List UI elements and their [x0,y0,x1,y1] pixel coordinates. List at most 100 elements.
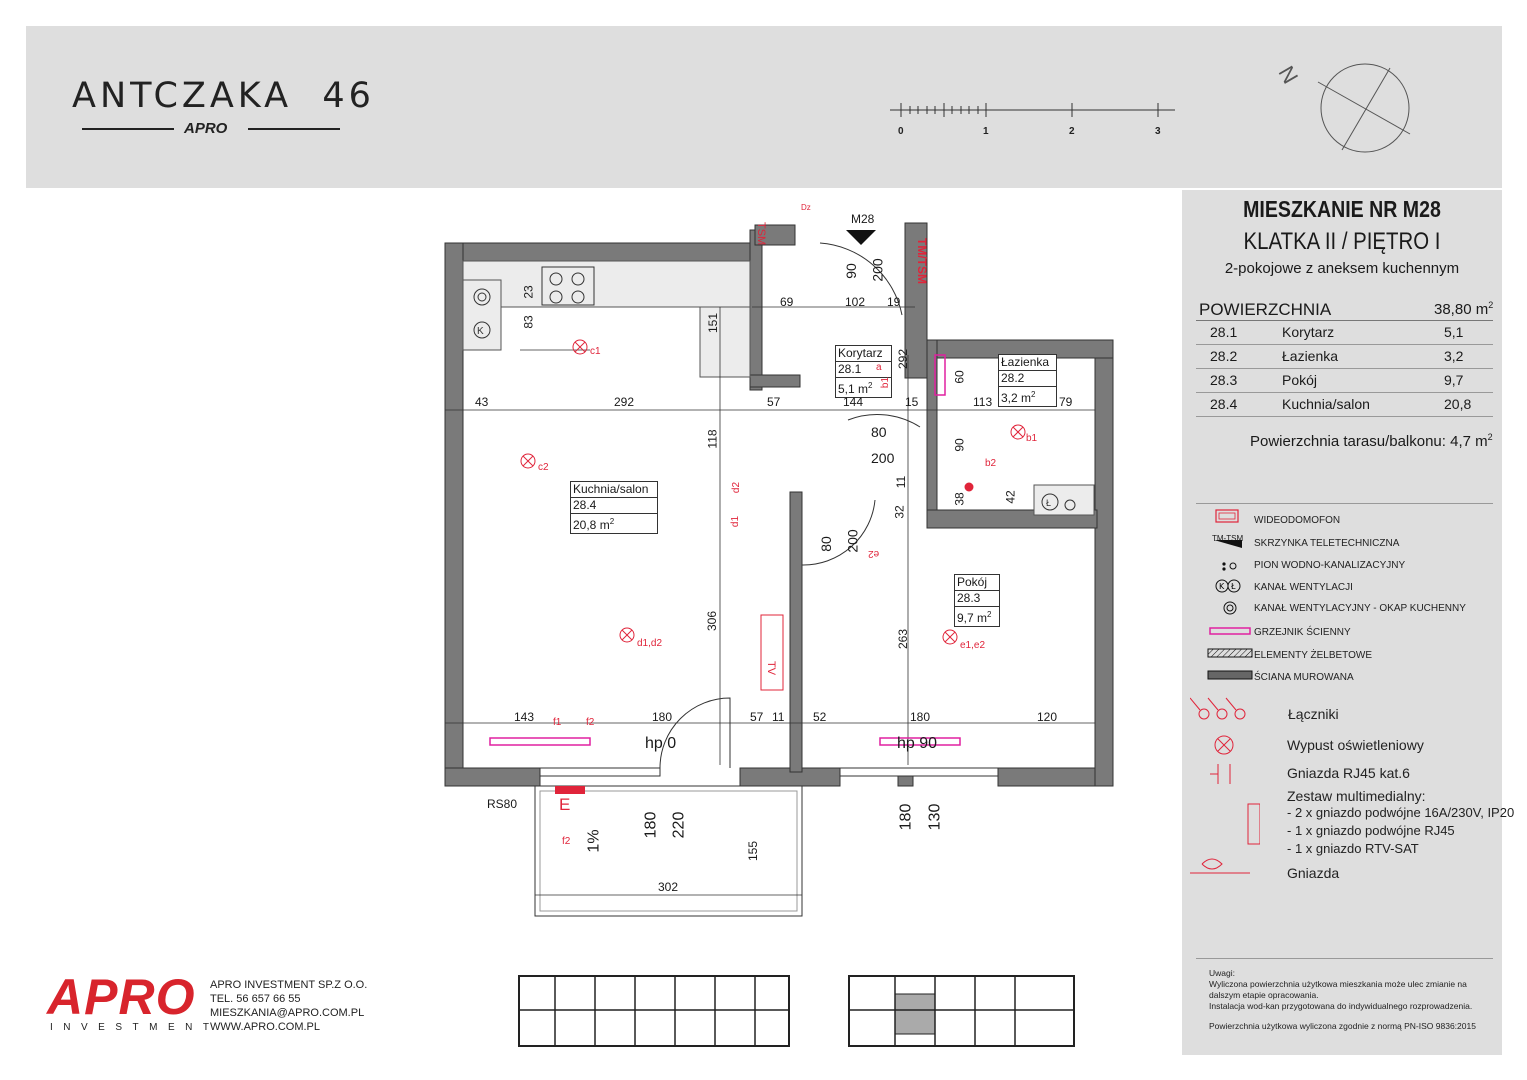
dimension: 57 [750,710,764,724]
outlet-label: d1,d2 [637,638,663,649]
dimension: 263 [896,628,911,650]
room-id: 28.1 [1210,324,1238,340]
legend-multimedia-item: - 2 x gniazdo podwójne 16A/230V, IP20 [1287,805,1515,820]
dimension: 220 [670,811,688,839]
apartment-title: MIESZKANIE NR M28 [1243,196,1441,222]
company-web[interactable]: WWW.APRO.COM.PL [210,1021,320,1033]
dimension: 83 [521,315,536,329]
section-divider [1196,958,1493,959]
legend-multimedia-item: - 1 x gniazdo RTV-SAT [1287,841,1419,856]
section-divider [1196,503,1493,504]
tsm-label: TSM [755,222,767,246]
dimension: 32 [892,505,907,519]
dimension: 292 [896,348,911,370]
dimension: 120 [1037,710,1058,724]
level-label: hp 90 [897,735,938,752]
scale-label-3: 3 [1155,126,1161,137]
notes-block: Uwagi: Wyliczona powierzchnia użytkowa m… [1209,968,1476,1032]
room-row: 28.3 Pokój 9,7 [1196,369,1493,393]
rs-label: RS80 [487,797,518,811]
north-compass-icon [1317,63,1411,153]
outlet-label: c1 [590,346,601,357]
room-row: 28.4 Kuchnia/salon 20,8 [1196,393,1493,417]
outlet-label: b2 [985,458,997,469]
dimension: 80 [817,536,834,552]
apro-logo: APRO [47,969,196,1025]
apartment-tag: M28 [851,212,875,226]
dimension: 180 [642,811,660,839]
dimension: 11 [772,710,785,724]
dimension: 155 [746,840,761,862]
legend-rj45: Gniazda RJ45 kat.6 [1287,765,1410,781]
dimension: 144 [843,395,864,409]
outlet-label: e1,e2 [960,640,986,651]
dimension: 42 [1003,490,1018,504]
scale-bar [890,103,1175,117]
legend-switches: Łączniki [1288,706,1339,722]
room-name: Pokój [1282,372,1318,388]
info-sidebar [1182,190,1502,1055]
room-area: 3,2 [1444,348,1464,364]
dimension: 292 [614,395,635,409]
outlet-label: f2 [586,717,595,728]
dimension: 90 [952,438,967,452]
apro-logo-sub: INVESTMENT [50,1022,220,1033]
legend-lighting: Wypust oświetleniowy [1287,737,1424,753]
key-plan-floor-highlight [848,975,1075,1047]
outlet-label: c2 [538,462,549,473]
room-name: Kuchnia/salon [1282,396,1370,412]
svg-text:Ł: Ł [1046,498,1051,508]
tv-label: TV [765,660,778,676]
outlet-label: d1 [730,515,742,528]
notes-norm: Powierzchnia użytkowa wyliczona zgodnie … [1209,1021,1476,1031]
room-area: 20,8 [1444,396,1472,412]
legend-item: SKRZYNKA TELETECHNICZNA [1254,538,1400,549]
room-id: 28.2 [1210,348,1238,364]
notes-title: Uwagi: [1209,968,1235,978]
tm-tsm-label: TM/TSM [915,238,929,284]
outlet-label: d2 [731,481,743,494]
room-name: Korytarz [1282,324,1335,340]
outlet-label: f1 [553,717,562,728]
room-box-kuchnia-salon: Kuchnia/salon 28.4 20,8 m2 [570,481,658,534]
dimension: 38 [952,492,967,506]
area-table-header [1196,298,1493,321]
room-box-pokoj: Pokój 28.3 9,7 m2 [954,574,1000,627]
room-row: 28.2 Łazienka 3,2 [1196,345,1493,369]
notes-line: dalszym etapie opracowania. [1209,990,1319,1000]
legend-symbols: K Ł [1190,509,1260,874]
project-title: ANTCZAKA 46 [72,76,375,116]
apartment-subtitle: KLATKA II / PIĘTRO I [1243,228,1441,255]
brand-divider [248,128,340,130]
area-total: 38,80 m2 [1434,300,1494,318]
floor-plan: K Ł [444,222,1114,917]
terrace-area: Powierzchnia tarasu/balkonu: 4,7 m2 [1250,432,1493,450]
legend-item: KANAŁ WENTYLACJI [1254,582,1353,593]
company-email[interactable]: MIESZKANIA@APRO.COM.PL [210,1007,365,1019]
dimension: 11 [894,475,909,489]
developer-mark: APRO [184,120,228,137]
room-box-korytarz: Korytarz 28.1 5,1 m2 [835,345,892,398]
dimension: 113 [973,395,993,409]
scale-label-2: 2 [1069,126,1075,137]
legend-symbol-label: TM-TSM [1212,534,1244,543]
svg-text:K: K [477,326,484,337]
dimension: 180 [897,803,915,831]
dimension: 90 [842,263,859,279]
brand-divider [82,128,174,130]
dimension: 52 [813,710,827,724]
area-label: POWIERZCHNIA [1199,300,1332,319]
dimension: 57 [767,395,781,409]
room-id: 28.3 [1210,372,1238,388]
dimension: 143 [514,710,535,724]
legend-item: GRZEJNIK ŚCIENNY [1254,627,1351,638]
outlet-label: e2 [868,548,880,559]
dimension: 80 [871,424,887,440]
dimension: 151 [706,312,721,334]
legend-item: WIDEODOMOFON [1254,515,1341,526]
dimension: 306 [705,610,720,632]
legend-multimedia-title: Zestaw multimedialny: [1287,788,1426,804]
room-id: 28.4 [1210,396,1238,412]
scale-label-1: 1 [983,126,989,137]
notes-line: Instalacja wod-kan przygotowana do indyw… [1209,1001,1473,1011]
